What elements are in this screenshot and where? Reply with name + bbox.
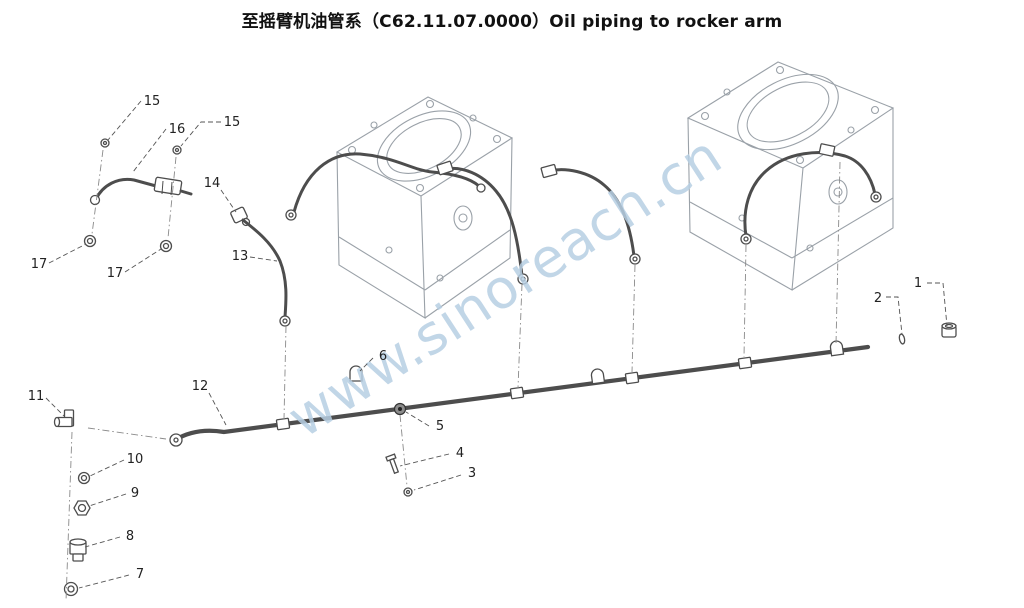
callout-6: 6 [379, 349, 387, 364]
callout-17: 17 [107, 266, 124, 281]
leader-line-12 [208, 392, 227, 426]
leader-line-8 [84, 536, 121, 548]
callout-12: 12 [192, 379, 209, 394]
callout-15: 15 [144, 94, 161, 109]
part-9-nut [73, 500, 91, 516]
engine-block-left [335, 96, 514, 320]
leader-line-10 [89, 459, 125, 477]
leader-line-11 [45, 397, 65, 417]
part-6-clamp [349, 365, 363, 382]
pipe-clamp [829, 340, 845, 357]
leader-line-4 [399, 453, 450, 467]
part-15-seal-ring [100, 138, 110, 148]
part-10-washer [77, 471, 91, 485]
leader-line-9 [88, 493, 127, 507]
callout-7: 7 [136, 567, 144, 582]
callout-15: 15 [224, 115, 241, 130]
part-1-cap-nut [941, 322, 957, 338]
part-17-seal-ring [83, 234, 97, 248]
callout-8: 8 [126, 529, 134, 544]
part-3-washer [403, 487, 413, 497]
callout-11: 11 [28, 389, 45, 404]
callout-17: 17 [31, 257, 48, 272]
leader-line-16 [132, 128, 167, 173]
engine-block-right [686, 61, 895, 291]
leader-line-17 [48, 243, 87, 264]
callout-4: 4 [456, 446, 464, 461]
part-2-seal-ring [898, 333, 906, 345]
leader-line-6 [359, 357, 374, 372]
leader-line-15 [107, 100, 142, 141]
callout-1: 1 [914, 276, 922, 291]
leader-line-1 [927, 282, 948, 327]
pipe-clamp [590, 368, 606, 385]
oil-feed-pipes [285, 143, 882, 285]
watermark: www.sinoreach.cn [277, 123, 734, 450]
leader-line-14 [220, 189, 237, 213]
leader-line-15 [180, 121, 221, 147]
page-title: 至摇臂机油管系（C62.11.07.0000）Oil piping to roc… [241, 12, 783, 32]
part-11-elbow-fitting [53, 409, 75, 428]
callout-16: 16 [169, 122, 186, 137]
callout-5: 5 [436, 419, 444, 434]
part-17-seal-ring [159, 239, 173, 253]
callout-10: 10 [127, 452, 144, 467]
callout-layer: 15 16 15 14 13 17 17 11 12 10 9 8 7 6 543 2 1 [28, 94, 948, 589]
rail-fittings [275, 340, 845, 431]
leader-line-2 [886, 296, 903, 335]
part-16-hose-assembly [89, 176, 193, 206]
leader-line-17 [124, 248, 162, 273]
callout-14: 14 [204, 176, 221, 191]
part-7-seal-ring [63, 581, 79, 597]
part-13-oil-pipe [241, 218, 291, 327]
part-4-bolt [385, 453, 400, 475]
callout-13: 13 [232, 249, 249, 264]
callout-3: 3 [468, 466, 476, 481]
leader-line-3 [413, 474, 462, 491]
leader-line-7 [78, 574, 130, 589]
callout-9: 9 [131, 486, 139, 501]
part-5-banjo-bolt [393, 402, 407, 416]
leader-line-5 [405, 411, 430, 427]
center-lines [65, 149, 841, 602]
part-8-connector [69, 538, 87, 562]
part-15-seal-ring [172, 145, 182, 155]
part-12-oil-rail-pipe [169, 344, 871, 447]
callout-2: 2 [874, 291, 882, 306]
leader-line-13 [249, 256, 278, 262]
